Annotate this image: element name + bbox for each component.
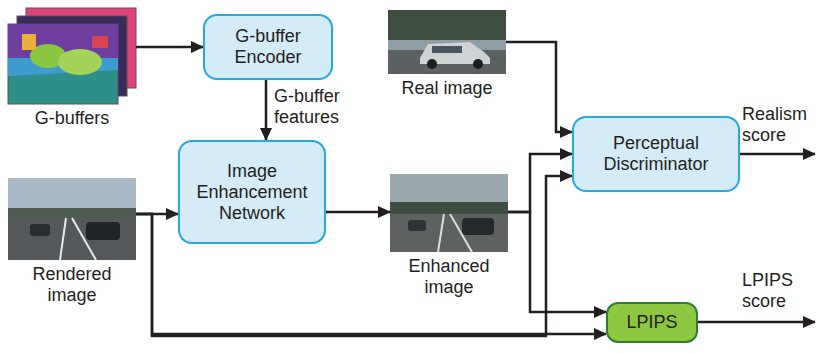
image-caption: G-buffers: [8, 108, 136, 129]
real-photo: [388, 10, 506, 74]
edge-label: G-buffer features: [274, 86, 366, 128]
box-label: G-buffer Encoder: [213, 26, 323, 68]
output-arrow: [698, 321, 815, 324]
image-input: Rendered image: [8, 178, 136, 306]
box-label: LPIPS: [626, 312, 677, 333]
box-label: Image Enhancement Network: [188, 161, 316, 224]
enhanced-frame: [390, 174, 508, 252]
image-spacer: [8, 8, 136, 104]
image-caption: Enhanced image: [399, 256, 499, 298]
connector-arrow: [506, 42, 572, 132]
image-caption: Rendered image: [22, 264, 122, 306]
connector-arrow: [326, 211, 390, 214]
image-spacer: [388, 10, 506, 74]
box-label: Perceptual Discriminator: [582, 133, 730, 175]
connector-arrow: [508, 212, 606, 312]
rendered-frame: [8, 178, 136, 260]
connector-arrow: [136, 46, 203, 49]
output-label: LPIPS score: [742, 270, 820, 312]
image-input: G-buffers: [8, 8, 136, 129]
process-box: G-buffer Encoder: [203, 14, 333, 80]
image-spacer: [8, 178, 136, 260]
metric-box: LPIPS: [606, 302, 698, 343]
image-output: Enhanced image: [390, 174, 508, 298]
output-arrow: [738, 153, 815, 156]
connector-arrow: [508, 154, 572, 212]
gbuffer-stack: [8, 8, 136, 104]
image-spacer: [390, 174, 508, 252]
process-box: Image Enhancement Network: [178, 140, 326, 244]
image-input: Real image: [388, 10, 506, 99]
output-label: Realism score: [742, 104, 820, 146]
process-box: Perceptual Discriminator: [572, 116, 740, 192]
connector-arrow: [265, 80, 268, 140]
image-caption: Real image: [388, 78, 506, 99]
